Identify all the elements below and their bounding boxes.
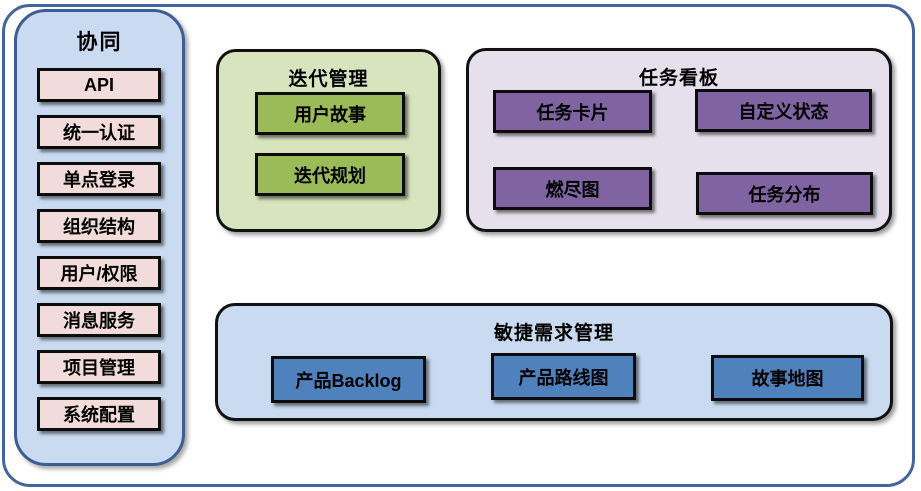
item-product-roadmap: 产品路线图 bbox=[491, 353, 636, 400]
collaboration-sidebar-title: 协同 bbox=[76, 31, 123, 54]
task-board-title: 任务看板 bbox=[638, 68, 719, 89]
collaboration-sidebar-items: API 统一认证 单点登录 组织结构 用户/权限 消息服务 项目管理 系统配置 bbox=[37, 68, 161, 431]
sidebar-item-api: API bbox=[37, 68, 161, 102]
item-product-backlog: 产品Backlog bbox=[271, 356, 426, 403]
item-iteration-planning: 迭代规划 bbox=[255, 153, 405, 196]
sidebar-item-system-config: 系统配置 bbox=[37, 397, 161, 431]
sidebar-item-message-service: 消息服务 bbox=[37, 303, 161, 337]
sidebar-item-project-management: 项目管理 bbox=[37, 350, 161, 384]
item-custom-status: 自定义状态 bbox=[695, 89, 872, 132]
iteration-management-panel: 迭代管理 用户故事 迭代规划 bbox=[216, 49, 441, 232]
outer-frame bbox=[2, 4, 915, 487]
item-story-map: 故事地图 bbox=[711, 355, 864, 401]
agile-requirements-title: 敏捷需求管理 bbox=[493, 323, 614, 344]
task-board-panel: 任务看板 任务卡片 自定义状态 燃尽图 任务分布 bbox=[466, 48, 892, 232]
sidebar-item-user-permissions: 用户/权限 bbox=[37, 256, 161, 290]
item-task-card: 任务卡片 bbox=[493, 90, 652, 133]
sidebar-item-unified-auth: 统一认证 bbox=[37, 115, 161, 149]
item-burndown-chart: 燃尽图 bbox=[493, 167, 652, 210]
agile-requirements-panel: 敏捷需求管理 产品Backlog 产品路线图 故事地图 bbox=[215, 303, 893, 421]
sidebar-item-single-sign-on: 单点登录 bbox=[37, 162, 161, 196]
iteration-management-title: 迭代管理 bbox=[288, 69, 369, 90]
item-task-distribution: 任务分布 bbox=[696, 172, 873, 215]
item-user-story: 用户故事 bbox=[255, 92, 405, 135]
collaboration-sidebar: 协同 API 统一认证 单点登录 组织结构 用户/权限 消息服务 项目管理 系统… bbox=[14, 9, 185, 466]
sidebar-item-org-structure: 组织结构 bbox=[37, 209, 161, 243]
